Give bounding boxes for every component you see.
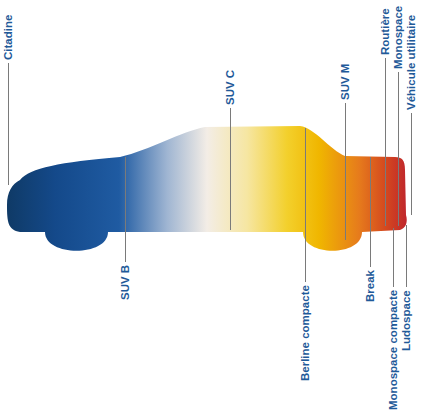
leader-line <box>393 228 394 287</box>
category-label: SUV C <box>224 70 237 105</box>
leader-line <box>411 113 412 215</box>
leader-line <box>398 72 399 226</box>
leader-line <box>230 108 231 230</box>
category-label: Routière <box>379 8 392 55</box>
leader-line <box>305 128 306 282</box>
category-label: Véhicule utilitaire <box>405 15 418 110</box>
car-body <box>7 126 407 251</box>
category-label: Monospace <box>392 6 405 69</box>
category-label: SUV B <box>119 265 132 300</box>
leader-line <box>125 157 126 262</box>
leader-line <box>345 103 346 240</box>
category-label: Break <box>364 270 377 302</box>
leader-line <box>8 63 9 185</box>
leader-line <box>385 58 386 226</box>
category-label: Berline compacte <box>299 285 312 381</box>
category-label: Citadine <box>2 15 15 60</box>
leader-line <box>370 157 371 267</box>
leader-line <box>406 225 407 287</box>
leader-lines <box>9 58 412 287</box>
category-label: Monospace compacte <box>387 290 400 410</box>
category-label: SUV M <box>339 64 352 100</box>
category-label: Ludospace <box>400 290 413 351</box>
